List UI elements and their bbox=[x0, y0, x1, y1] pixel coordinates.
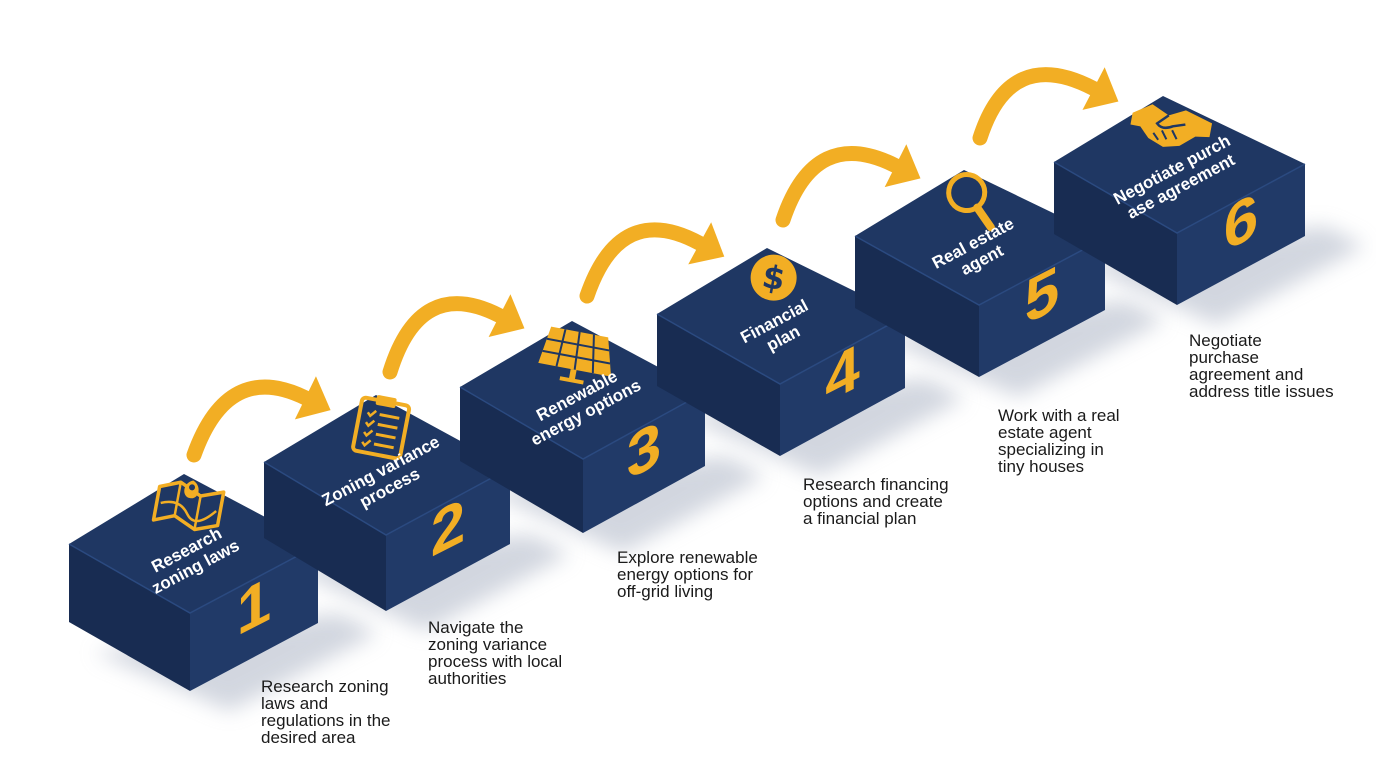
arrow-icon bbox=[972, 67, 1119, 146]
cube-right-face bbox=[583, 392, 705, 533]
cube-right-face bbox=[190, 545, 318, 691]
cube-right-face bbox=[780, 316, 905, 456]
cube-top-face bbox=[855, 170, 1105, 305]
step-4-description: Research financing options and create a … bbox=[803, 475, 949, 528]
cube-left-face bbox=[855, 236, 979, 377]
cube-top-face bbox=[657, 248, 905, 384]
cube-left-face bbox=[264, 462, 386, 611]
cube-left-face bbox=[1054, 162, 1177, 305]
step-5-description: Work with a real estate agent specializi… bbox=[998, 406, 1120, 476]
arrow-icon bbox=[382, 294, 525, 380]
step-6-description: Negotiate purchase agreement and address… bbox=[1189, 331, 1334, 401]
cube-top-face bbox=[69, 474, 318, 613]
arrow-icon bbox=[579, 222, 725, 304]
handshake-icon bbox=[1130, 104, 1213, 147]
cube-right-face bbox=[1177, 164, 1305, 305]
cube-left-face bbox=[69, 544, 190, 691]
step-arrows bbox=[186, 67, 1119, 463]
cube-left-face bbox=[657, 314, 780, 456]
arrow-icon bbox=[186, 376, 331, 463]
solar-panel-icon bbox=[538, 326, 612, 385]
cube-top-face bbox=[264, 395, 510, 535]
cube-right-face bbox=[386, 468, 510, 611]
arrow-icon bbox=[775, 144, 921, 228]
cube-top-face bbox=[1054, 96, 1305, 233]
step-3-description: Explore renewable energy options for off… bbox=[617, 548, 758, 601]
clipboard-icon bbox=[351, 395, 412, 461]
cube-top-face bbox=[460, 321, 705, 459]
cube-left-face bbox=[460, 387, 583, 533]
map-pin-icon bbox=[151, 480, 226, 532]
dollar-coin-icon: $ bbox=[750, 254, 797, 301]
step-2-description: Navigate the zoning variance process wit… bbox=[428, 618, 563, 688]
cube-right-face bbox=[979, 238, 1105, 377]
step-1-description: Research zoning laws and regulations in … bbox=[261, 677, 391, 747]
magnifier-icon bbox=[946, 172, 995, 232]
